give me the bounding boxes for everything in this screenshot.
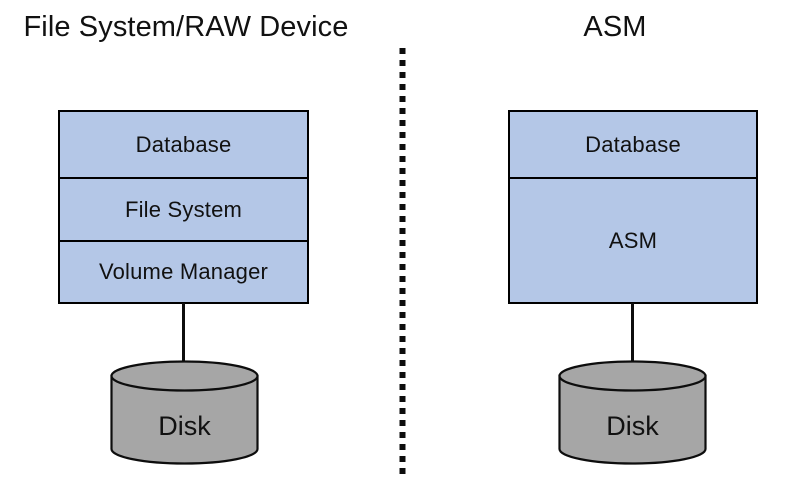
right-disk-cylinder: Disk [558, 360, 707, 465]
panel-divider [399, 48, 406, 478]
right-stack-to-disk-connector [631, 303, 634, 369]
left-stack-to-disk-connector [182, 303, 185, 369]
left-layer-volume-manager: Volume Manager [60, 240, 307, 302]
dotted-line-icon [399, 48, 406, 478]
left-software-stack: Database File System Volume Manager [58, 110, 309, 304]
right-layer-database-label: Database [585, 131, 681, 157]
left-layer-file-system-label: File System [124, 196, 243, 222]
left-layer-database: Database [60, 112, 307, 177]
left-layer-database-label: Database [135, 131, 232, 157]
left-layer-file-system: File System [60, 177, 307, 240]
right-software-stack: Database ASM [508, 110, 758, 304]
left-panel-title: File System/RAW Device [23, 11, 349, 43]
cylinder-icon [110, 360, 259, 465]
right-layer-database: Database [510, 112, 756, 177]
right-layer-asm-label: ASM [608, 227, 658, 253]
cylinder-icon [558, 360, 707, 465]
left-layer-volume-manager-label: Volume Manager [98, 259, 269, 284]
left-disk-cylinder: Disk [110, 360, 259, 465]
right-layer-asm: ASM [510, 177, 756, 302]
right-panel-title: ASM [583, 11, 647, 43]
